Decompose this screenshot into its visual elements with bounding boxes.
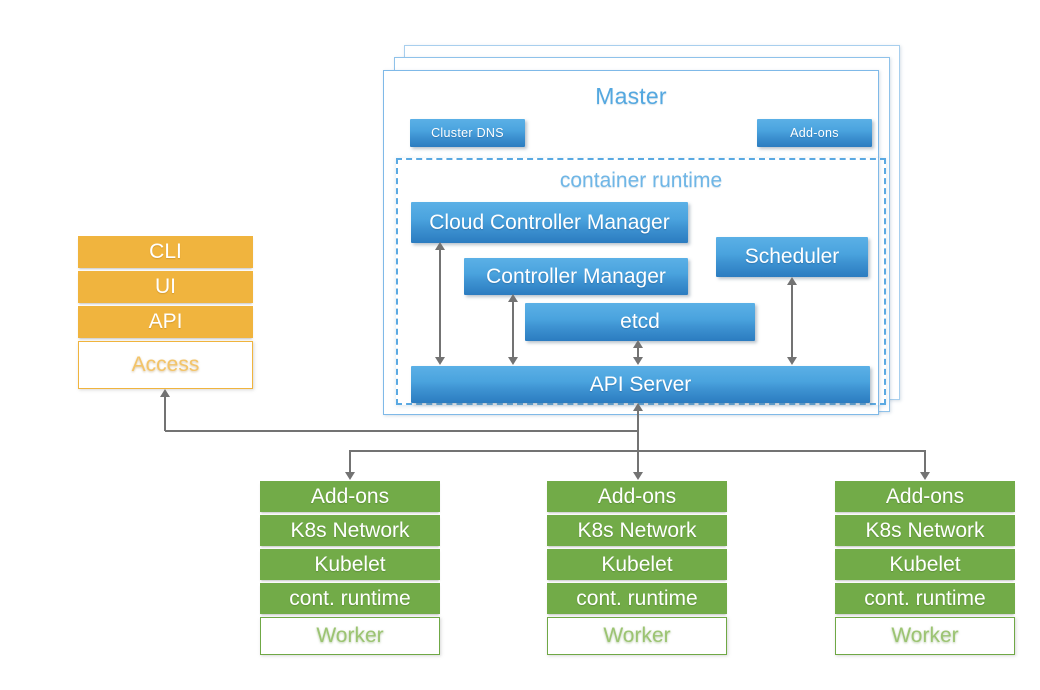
connector-access-riser bbox=[164, 397, 166, 431]
worker-2-row-cont-runtime[interactable]: cont. runtime bbox=[547, 583, 727, 614]
arrow-etcd-apiserver-head-down bbox=[633, 357, 643, 365]
controller-manager-box[interactable]: Controller Manager bbox=[464, 258, 688, 295]
arrow-scheduler-apiserver-head-up bbox=[787, 277, 797, 285]
worker-1-row-cont-runtime[interactable]: cont. runtime bbox=[260, 583, 440, 614]
access-row-cli[interactable]: CLI bbox=[78, 236, 253, 268]
arrow-etcd-apiserver-line bbox=[637, 346, 639, 360]
arrow-scheduler-apiserver-head-down bbox=[787, 357, 797, 365]
cluster-dns-box[interactable]: Cluster DNS bbox=[410, 119, 525, 147]
arrow-cm-apiserver-head-up bbox=[508, 294, 518, 302]
connector-worker-1-arrow bbox=[345, 472, 355, 480]
worker-2-row-kubelet[interactable]: Kubelet bbox=[547, 549, 727, 580]
connector-worker-3-drop bbox=[924, 450, 926, 473]
etcd-box[interactable]: etcd bbox=[525, 303, 755, 341]
worker-3-row-kubelet[interactable]: Kubelet bbox=[835, 549, 1015, 580]
arrow-cm-apiserver-line bbox=[512, 300, 514, 360]
connector-apiserver-trunk-head bbox=[633, 403, 643, 411]
worker-3-row-k8s-network[interactable]: K8s Network bbox=[835, 515, 1015, 546]
worker-1-footer: Worker bbox=[260, 617, 440, 655]
arrow-ccm-apiserver-head-up bbox=[435, 242, 445, 250]
worker-1-row-kubelet[interactable]: Kubelet bbox=[260, 549, 440, 580]
scheduler-box[interactable]: Scheduler bbox=[716, 237, 868, 277]
connector-apiserver-trunk bbox=[637, 405, 639, 473]
connector-worker-2-arrow bbox=[633, 472, 643, 480]
worker-3-row-addons[interactable]: Add-ons bbox=[835, 481, 1015, 512]
worker-2-row-addons[interactable]: Add-ons bbox=[547, 481, 727, 512]
arrow-cm-apiserver-head-down bbox=[508, 357, 518, 365]
arrow-scheduler-apiserver-line bbox=[791, 283, 793, 360]
arrow-etcd-apiserver-head-up bbox=[633, 340, 643, 348]
worker-3-row-cont-runtime[interactable]: cont. runtime bbox=[835, 583, 1015, 614]
connector-worker-1-drop bbox=[349, 450, 351, 473]
connector-access-arrow bbox=[160, 389, 170, 397]
cloud-controller-manager-box[interactable]: Cloud Controller Manager bbox=[411, 202, 688, 243]
worker-1-row-k8s-network[interactable]: K8s Network bbox=[260, 515, 440, 546]
connector-access-bus bbox=[165, 430, 639, 432]
access-footer: Access bbox=[78, 341, 253, 389]
worker-2-row-k8s-network[interactable]: K8s Network bbox=[547, 515, 727, 546]
worker-1-row-addons[interactable]: Add-ons bbox=[260, 481, 440, 512]
access-row-ui[interactable]: UI bbox=[78, 271, 253, 303]
container-runtime-title: container runtime bbox=[559, 169, 723, 192]
worker-3-footer: Worker bbox=[835, 617, 1015, 655]
api-server-box[interactable]: API Server bbox=[411, 366, 870, 403]
arrow-ccm-apiserver-head-down bbox=[435, 357, 445, 365]
arrow-ccm-apiserver-line bbox=[439, 248, 441, 360]
master-title: Master bbox=[595, 83, 667, 109]
worker-2-footer: Worker bbox=[547, 617, 727, 655]
connector-worker-3-arrow bbox=[920, 472, 930, 480]
master-addons-box[interactable]: Add-ons bbox=[757, 119, 872, 147]
access-row-api[interactable]: API bbox=[78, 306, 253, 338]
connector-worker-2-drop bbox=[637, 450, 639, 473]
